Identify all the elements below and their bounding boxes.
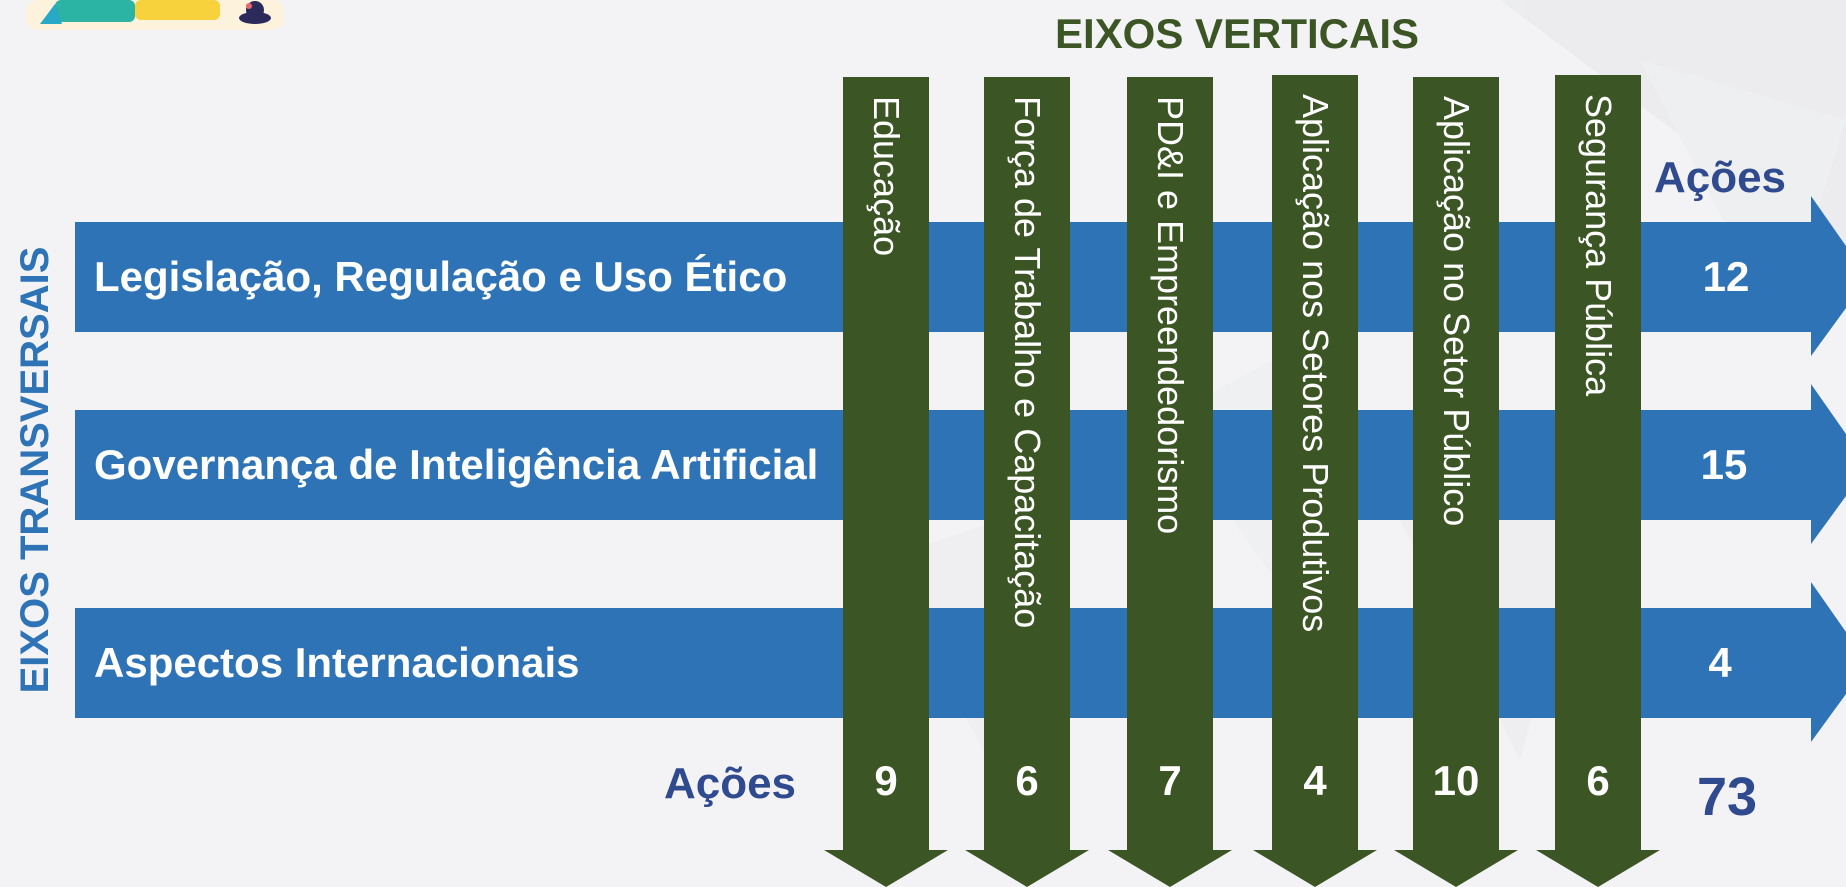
vertical-arrow	[824, 77, 948, 887]
vertical-axis-label: Educação	[866, 96, 907, 256]
horizontal-axis-actions: 4	[1708, 639, 1732, 686]
horizontal-axis-actions: 12	[1703, 253, 1750, 300]
vertical-axis-column: PD&I e Empreendedorismo 7	[1108, 77, 1232, 887]
vertical-axis-column: Aplicação no Setor Público 10	[1394, 77, 1518, 887]
vertical-axis-actions: 9	[874, 757, 897, 804]
vertical-axis-actions: 10	[1433, 757, 1480, 804]
vertical-arrow	[1108, 77, 1232, 887]
horizontal-axis-actions: 15	[1701, 441, 1748, 488]
vertical-axes-title: EIXOS VERTICAIS	[1055, 10, 1419, 57]
actions-label-bottom: Ações	[664, 759, 796, 808]
vertical-arrow	[1253, 75, 1377, 887]
vertical-axis-actions: 7	[1158, 757, 1181, 804]
vertical-arrow	[965, 77, 1089, 887]
horizontal-axis-row: Aspectos Internacionais 4	[75, 582, 1846, 742]
vertical-axis-label: Aplicação no Setor Público	[1436, 96, 1477, 526]
vertical-axis-label: Segurança Pública	[1578, 94, 1619, 397]
vertical-axis-actions: 6	[1586, 757, 1609, 804]
horizontal-arrow	[75, 582, 1846, 742]
vertical-arrow	[1536, 75, 1660, 887]
actions-label-top: Ações	[1654, 153, 1786, 202]
vertical-axis-column: Força de Trabalho e Capacitação 6	[965, 77, 1089, 887]
horizontal-axis-label: Governança de Inteligência Artificial	[94, 441, 818, 488]
horizontal-axis-label: Legislação, Regulação e Uso Ético	[94, 253, 787, 300]
logo-illustration-icon	[26, 0, 284, 30]
vertical-axis-column: Segurança Pública 6	[1536, 75, 1660, 887]
vertical-axis-column: Educação 9	[824, 77, 948, 887]
horizontal-axes: Legislação, Regulação e Uso Ético 12 Gov…	[75, 196, 1846, 742]
vertical-axis-column: Aplicação nos Setores Produtivos 4	[1253, 75, 1377, 887]
horizontal-axis-row: Legislação, Regulação e Uso Ético 12	[75, 196, 1846, 356]
horizontal-axis-label: Aspectos Internacionais	[94, 639, 579, 686]
total-actions: 73	[1697, 767, 1757, 827]
vertical-axis-actions: 4	[1303, 757, 1327, 804]
vertical-axis-label: Força de Trabalho e Capacitação	[1007, 96, 1048, 628]
horizontal-arrow	[75, 384, 1846, 544]
transversal-axes-title: EIXOS TRANSVERSAIS	[13, 247, 57, 694]
vertical-axis-actions: 6	[1015, 757, 1038, 804]
vertical-axis-label: PD&I e Empreendedorismo	[1150, 96, 1191, 534]
vertical-arrow	[1394, 77, 1518, 887]
horizontal-axis-row: Governança de Inteligência Artificial 15	[75, 384, 1846, 544]
vertical-axes: Educação 9 Força de Trabalho e Capacitaç…	[824, 75, 1660, 887]
horizontal-arrow	[75, 196, 1846, 356]
vertical-axis-label: Aplicação nos Setores Produtivos	[1295, 94, 1336, 632]
